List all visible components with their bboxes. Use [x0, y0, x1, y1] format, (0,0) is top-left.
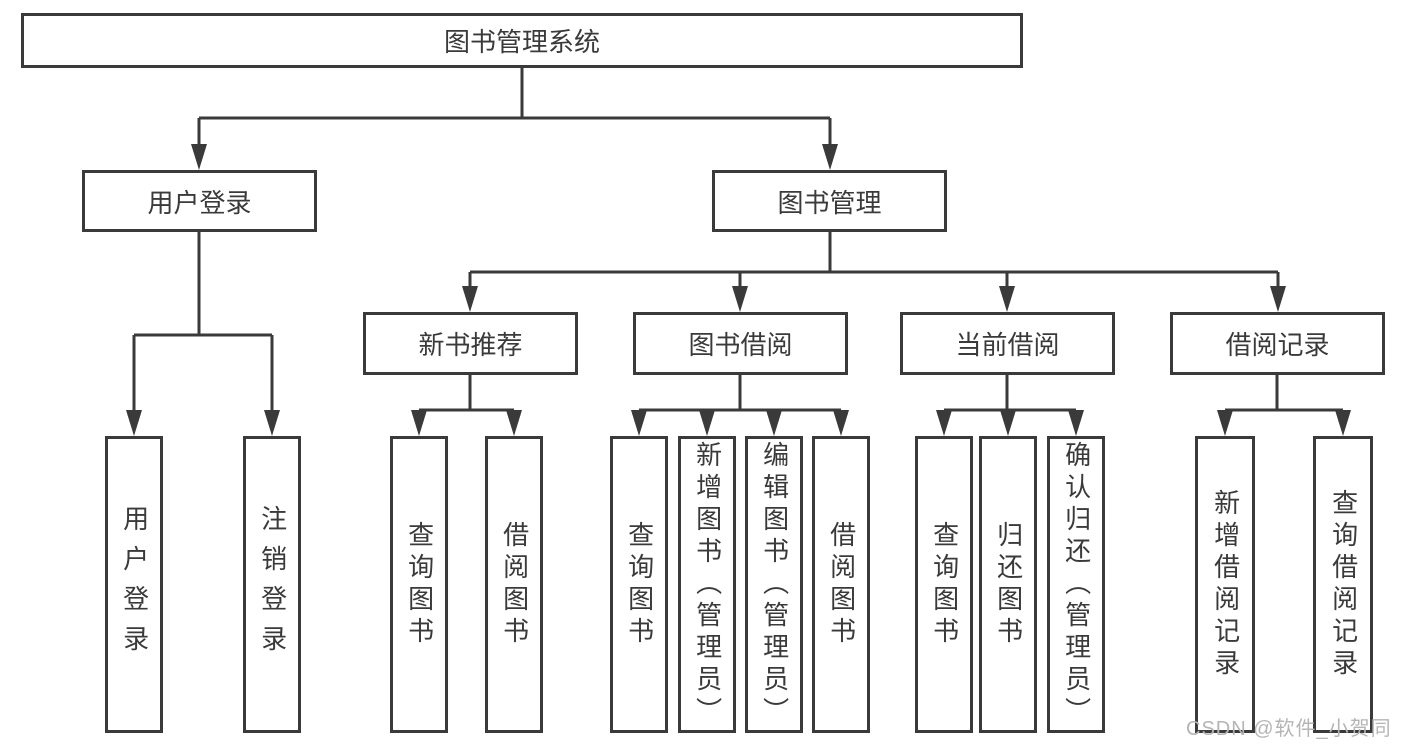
node-label: 借阅图书	[499, 520, 530, 649]
node-label: 借阅记录	[1225, 330, 1330, 360]
arrow-down-icon	[999, 286, 1015, 312]
arrow-down-icon	[1217, 410, 1233, 436]
node-book-management: 图书管理	[712, 170, 947, 232]
arrow-down-icon	[766, 410, 782, 436]
leaf-recommend-query-book: 查询图书	[390, 436, 448, 733]
edge-book-borrow-to-leaves	[637, 375, 843, 414]
node-label: 图书管理	[777, 187, 882, 218]
arrow-down-icon	[191, 144, 207, 170]
arrow-down-icon	[822, 144, 838, 170]
node-current-borrow: 当前借阅	[900, 312, 1115, 375]
node-label: 图书管理系统	[443, 27, 600, 57]
node-label: 图书借阅	[688, 330, 793, 360]
node-label: 编辑图书（管理员）	[759, 440, 790, 729]
node-label: 当前借阅	[955, 330, 1060, 360]
arrow-down-icon	[506, 410, 522, 436]
node-user-login: 用户登录	[82, 170, 317, 232]
edge-user-login-to-leaves	[132, 232, 274, 412]
arrowheads	[126, 144, 1351, 436]
arrow-down-icon	[264, 410, 280, 436]
leaf-recommend-borrow-book: 借阅图书	[485, 436, 543, 733]
leaf-borrow-borrow-book: 借阅图书	[812, 436, 870, 733]
csdn-watermark: CSDN @软件_小贺同学	[1186, 718, 1392, 740]
node-label: 查询图书	[624, 520, 655, 649]
node-label: 新增借阅记录	[1210, 488, 1241, 681]
node-label: 用户登录	[147, 187, 252, 218]
node-root-system: 图书管理系统	[21, 13, 1023, 68]
node-label: 确认归还（管理员）	[1061, 440, 1092, 729]
node-book-borrow: 图书借阅	[633, 312, 848, 375]
arrow-down-icon	[126, 410, 142, 436]
leaf-current-return-book: 归还图书	[979, 436, 1037, 733]
tree-edges	[132, 68, 1345, 414]
arrow-down-icon	[833, 410, 849, 436]
edge-new-book-recommend-to-leaves	[417, 375, 516, 414]
node-label: 查询图书	[404, 520, 435, 649]
leaf-borrow-query-book: 查询图书	[610, 436, 668, 733]
arrow-down-icon	[1068, 410, 1084, 436]
arrow-down-icon	[631, 410, 647, 436]
node-label: 查询图书	[929, 520, 960, 649]
node-label: 新增图书（管理员）	[692, 440, 723, 729]
arrow-down-icon	[1335, 410, 1351, 436]
node-label: 借阅图书	[826, 520, 857, 649]
arrow-down-icon	[699, 410, 715, 436]
leaf-current-query-book: 查询图书	[915, 436, 973, 733]
node-label: 归还图书	[993, 520, 1024, 649]
node-label: 用户登录	[119, 504, 150, 665]
arrow-down-icon	[1270, 286, 1286, 312]
edge-borrow-record-to-leaves	[1223, 375, 1345, 414]
leaf-borrow-add-book-admin: 新增图书（管理员）	[678, 436, 736, 733]
leaf-logout: 注销登录	[243, 436, 301, 733]
arrow-down-icon	[1000, 410, 1016, 436]
node-borrow-record: 借阅记录	[1170, 312, 1385, 375]
leaf-record-query-borrow-record: 查询借阅记录	[1313, 436, 1373, 733]
node-label: 注销登录	[257, 504, 288, 665]
edge-current-borrow-to-leaves	[942, 375, 1078, 414]
leaf-user-login: 用户登录	[105, 436, 163, 733]
arrow-down-icon	[732, 286, 748, 312]
node-label: 查询借阅记录	[1328, 488, 1359, 681]
node-label: 新书推荐	[418, 330, 523, 360]
node-new-book-recommend: 新书推荐	[363, 312, 578, 375]
edge-book-management-to-level3	[468, 232, 1280, 288]
arrow-down-icon	[936, 410, 952, 436]
leaf-record-add-borrow-record: 新增借阅记录	[1195, 436, 1255, 733]
leaf-current-confirm-return-admin: 确认归还（管理员）	[1047, 436, 1105, 733]
edge-root-to-level2	[197, 68, 832, 146]
arrow-down-icon	[411, 410, 427, 436]
arrow-down-icon	[462, 286, 478, 312]
leaf-borrow-edit-book-admin: 编辑图书（管理员）	[745, 436, 803, 733]
